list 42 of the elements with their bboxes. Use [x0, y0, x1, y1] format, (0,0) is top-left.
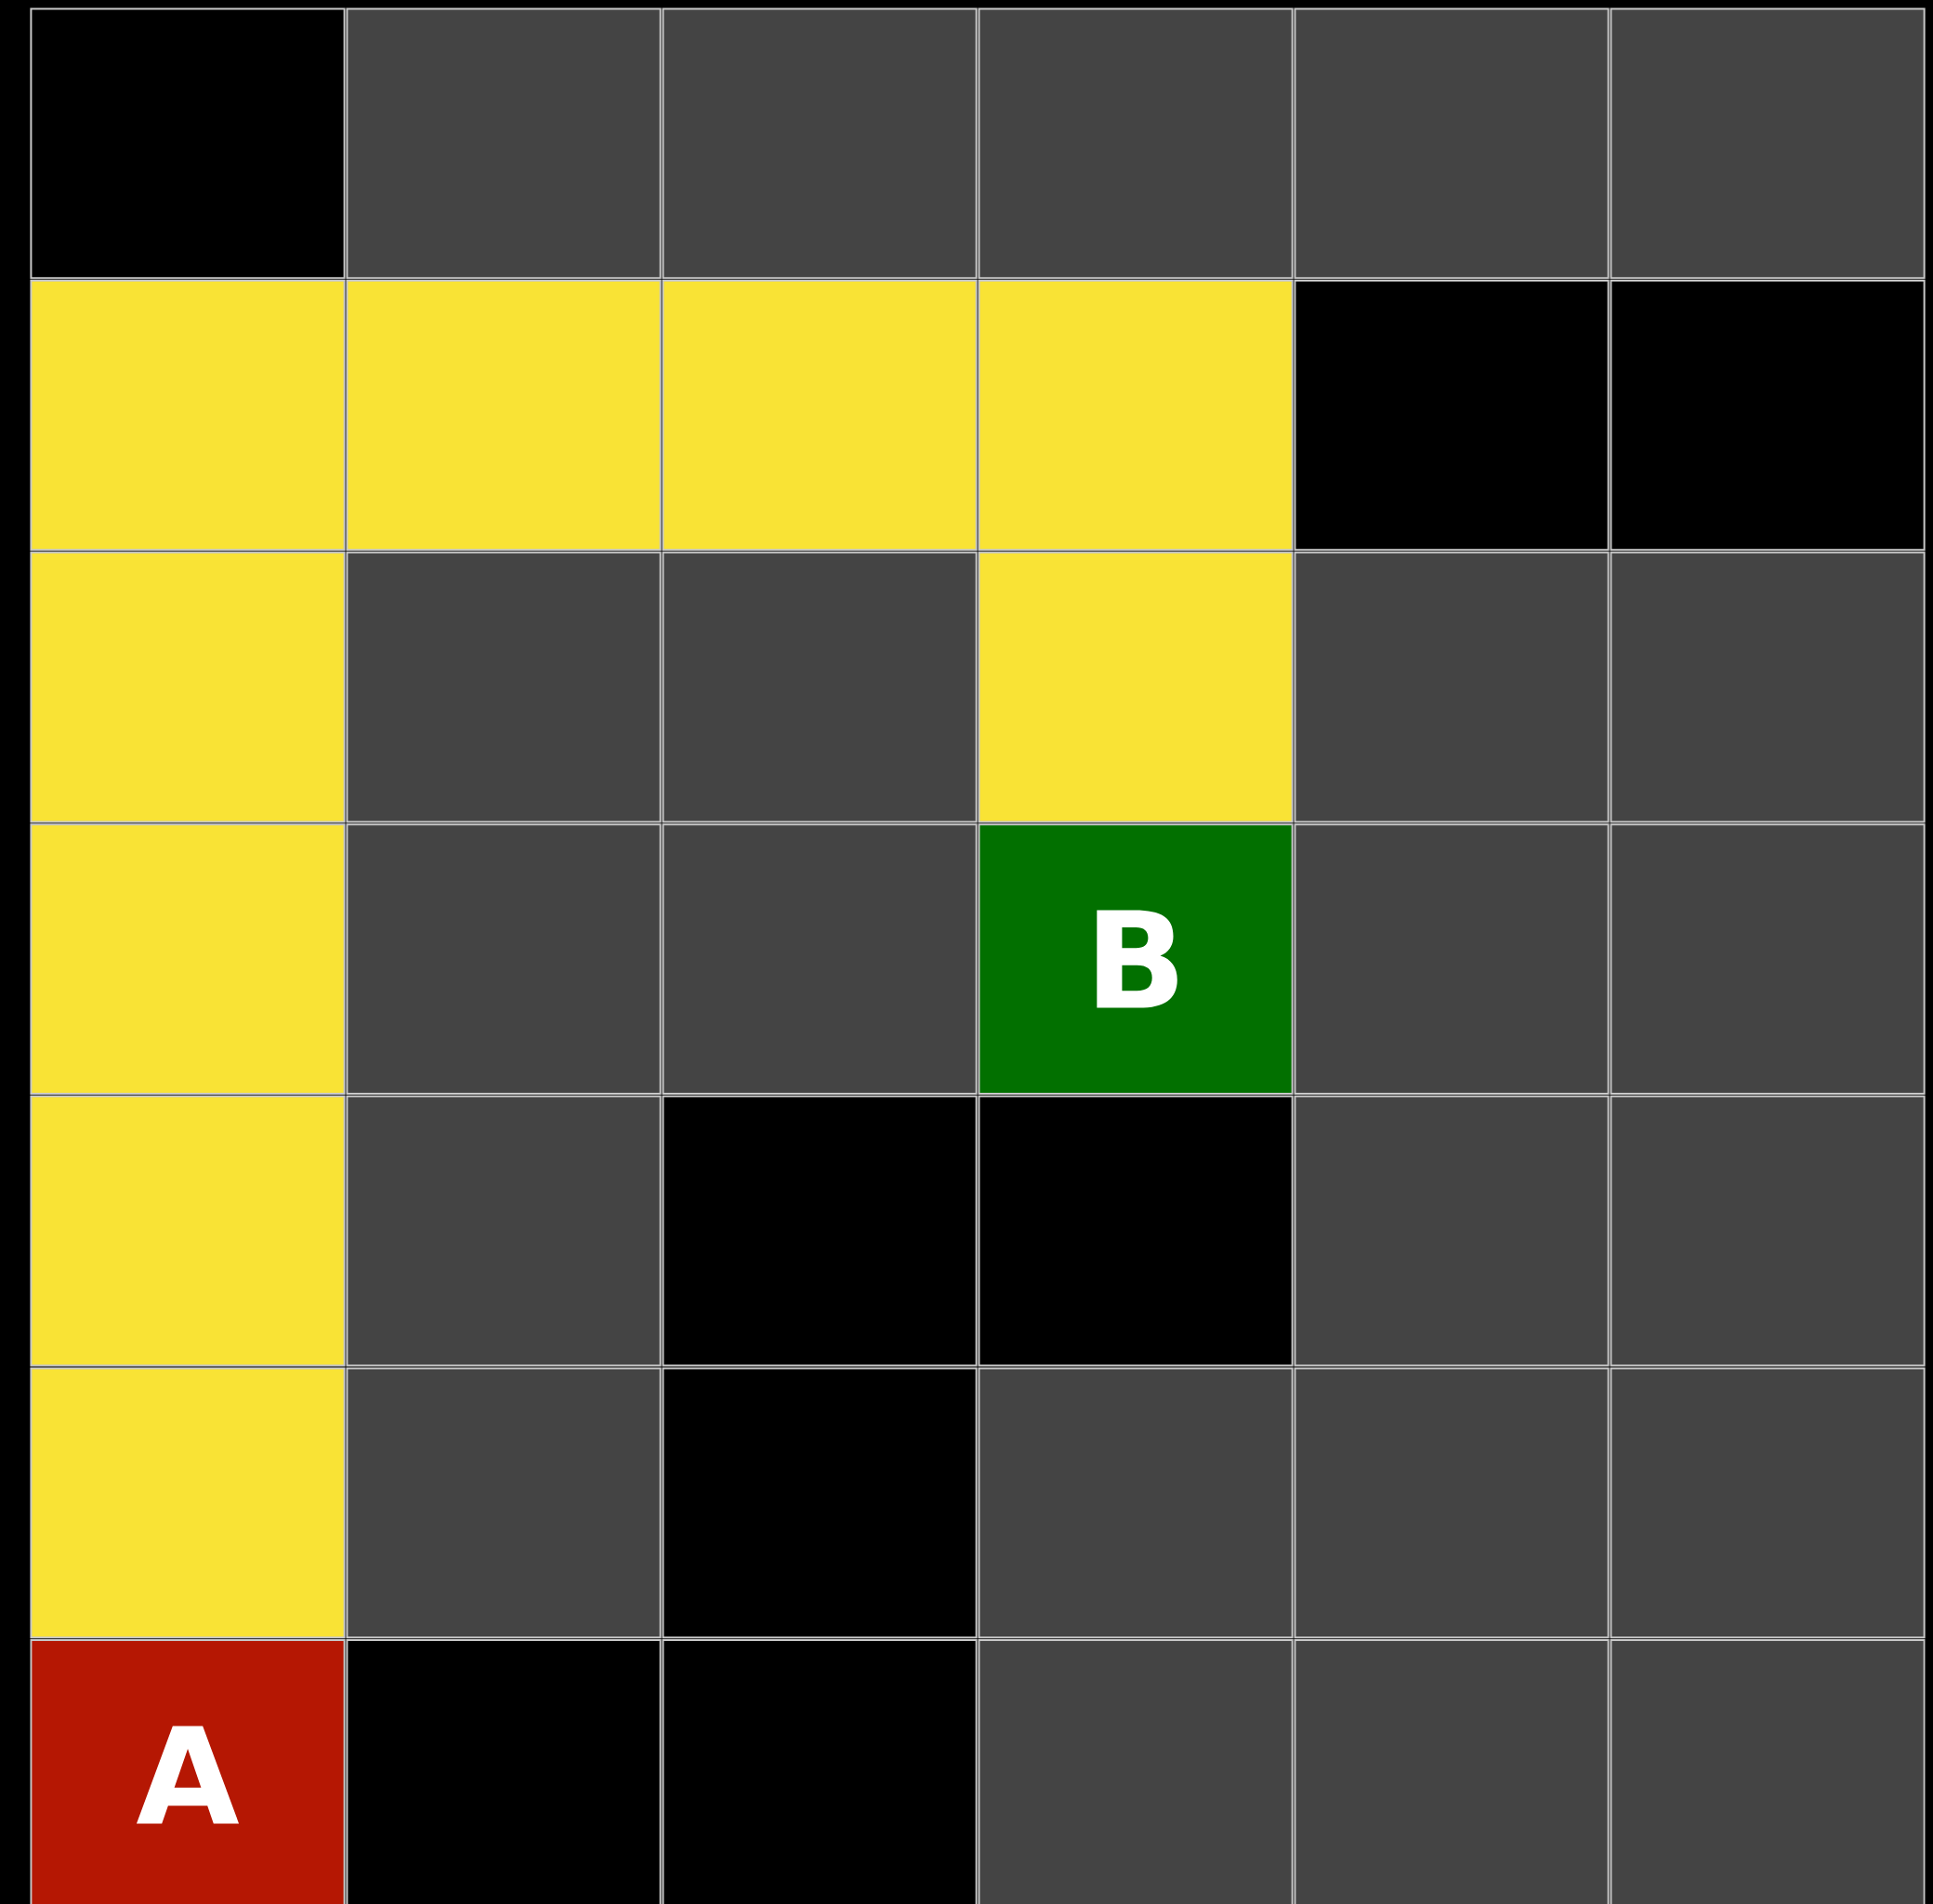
grid-cell: [978, 280, 1294, 551]
grid-cell: [1294, 823, 1610, 1095]
grid-cell: [30, 1095, 346, 1367]
grid-cell: [346, 1367, 662, 1639]
grid-cell: [1294, 7, 1610, 280]
grid-cell: [346, 280, 662, 551]
grid-cell: [30, 1367, 346, 1639]
grid-cell: [662, 1095, 978, 1367]
grid-cell: [1610, 1639, 1926, 1904]
grid-cell: [1294, 280, 1610, 551]
grid-cell: [662, 823, 978, 1095]
grid-cell: [1610, 1095, 1926, 1367]
grid-cell: [346, 1095, 662, 1367]
grid-cell: [346, 551, 662, 823]
grid-cell: [1610, 7, 1926, 280]
grid-cell: [662, 551, 978, 823]
grid-cell: B: [978, 823, 1294, 1095]
grid-cell: [1610, 551, 1926, 823]
grid-cell: [30, 280, 346, 551]
grid-cell: [1610, 280, 1926, 551]
grid-cell: [978, 551, 1294, 823]
grid-cell: [662, 280, 978, 551]
grid-cell: [662, 1367, 978, 1639]
grid-cell: A: [30, 1639, 346, 1904]
grid-cell: [30, 7, 346, 280]
grid-cell: [30, 551, 346, 823]
grid-cell: [1610, 823, 1926, 1095]
grid-cell: [346, 823, 662, 1095]
grid-cell: [346, 1639, 662, 1904]
grid-cell: [1610, 1367, 1926, 1639]
grid-cell: [1294, 1639, 1610, 1904]
grid-cell: [662, 7, 978, 280]
grid-cell: [1294, 1095, 1610, 1367]
grid-cell: [30, 823, 346, 1095]
grid-cell: [662, 1639, 978, 1904]
grid-cell: [978, 1095, 1294, 1367]
grid-cell: [978, 7, 1294, 280]
grid-cell: [978, 1367, 1294, 1639]
grid-cell: [1294, 551, 1610, 823]
grid-cell: [978, 1639, 1294, 1904]
grid-cell: [346, 7, 662, 280]
grid-cell: [1294, 1367, 1610, 1639]
